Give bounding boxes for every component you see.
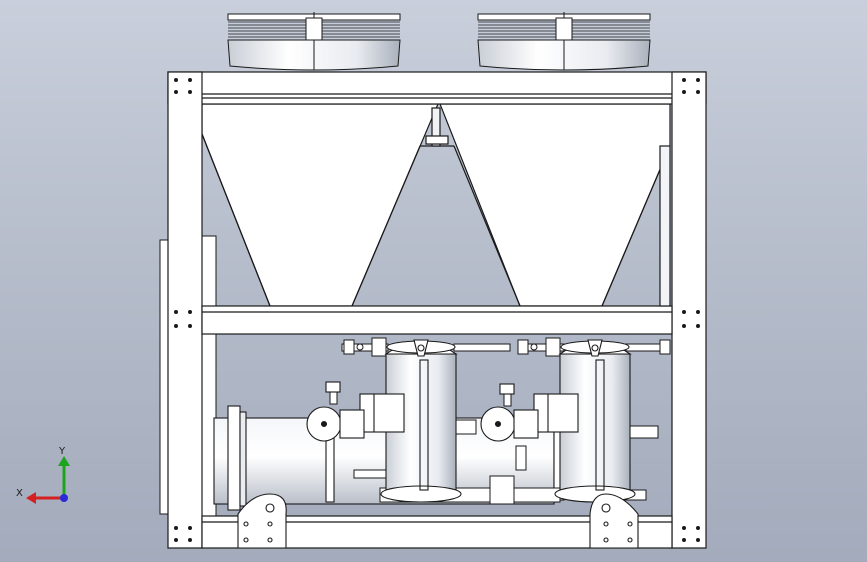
condenser-coils [201, 103, 671, 307]
y-axis-label: Y [58, 446, 66, 457]
compressor-1 [359, 339, 462, 503]
fan-left [227, 12, 401, 71]
lifting-lug-right [589, 493, 639, 549]
compressor-2 [533, 339, 636, 503]
lifting-lug-left [237, 493, 287, 549]
axis-triad: Y X [16, 446, 70, 504]
valves [343, 337, 671, 357]
flange-cover-1 [306, 381, 365, 442]
fan-right [477, 12, 651, 71]
flange-cover-2 [480, 383, 539, 442]
z-axis-icon [60, 494, 68, 502]
frame-bolts [174, 78, 700, 542]
x-axis-label: X [16, 488, 23, 499]
